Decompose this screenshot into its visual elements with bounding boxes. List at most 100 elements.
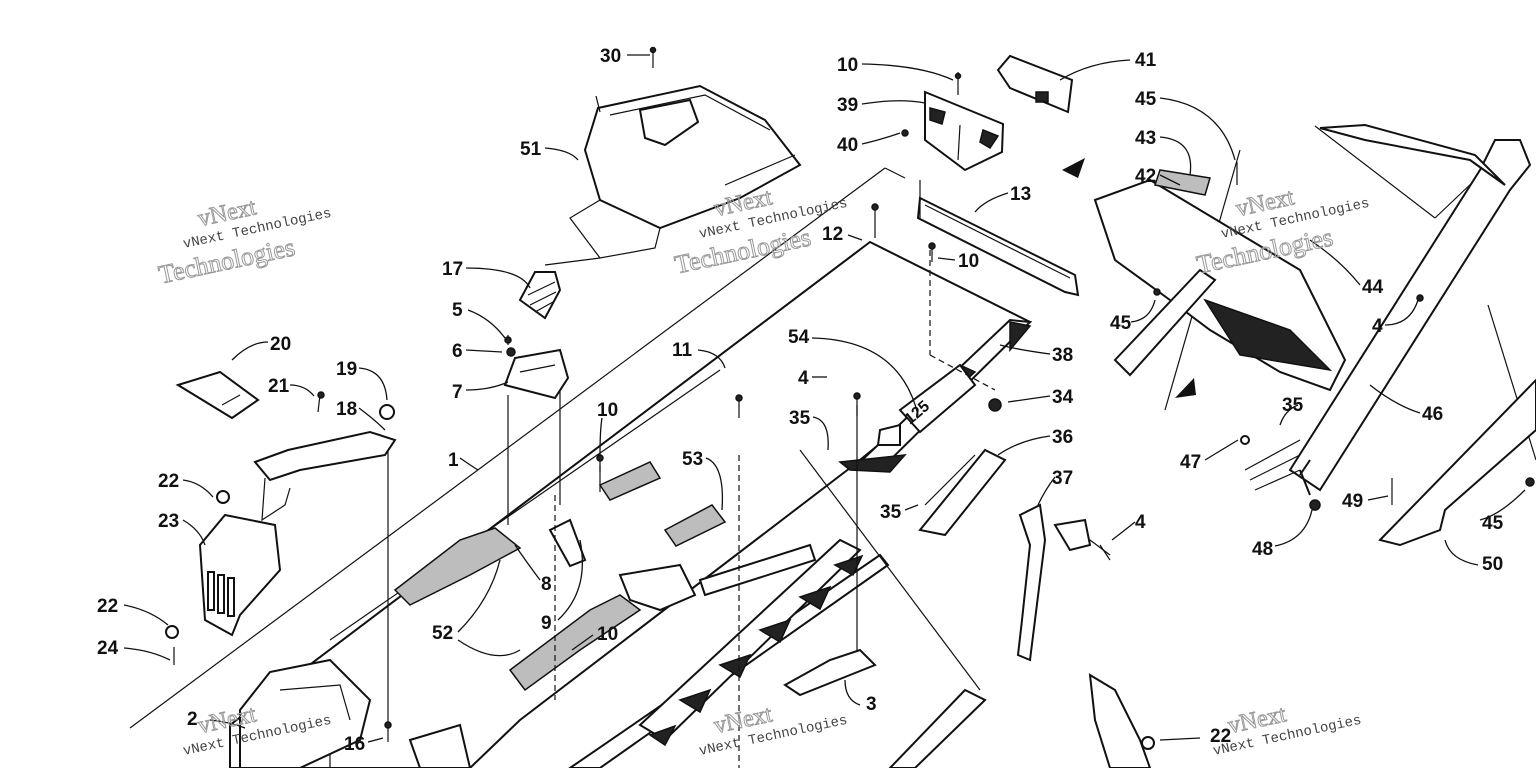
seat-part	[544, 84, 802, 266]
cover-part-20	[175, 370, 260, 420]
callout-50: 50	[1482, 554, 1503, 575]
lower-right-part	[1088, 673, 1152, 768]
callout-10: 10	[597, 400, 618, 421]
callout-8: 8	[541, 574, 552, 595]
callout-45: 45	[1110, 313, 1132, 334]
callout-51: 51	[520, 139, 542, 160]
running-board-part	[568, 538, 890, 768]
handle-part-18	[253, 430, 397, 522]
callout-47: 47	[1180, 452, 1201, 473]
bolt-icon	[928, 242, 936, 262]
leader-lines	[123, 54, 1526, 743]
bracket-part-7	[503, 348, 570, 400]
fastener-cluster	[1240, 435, 1321, 511]
bolt-icon	[735, 394, 743, 418]
callout-4: 4	[1135, 512, 1146, 533]
bolt-icon	[871, 203, 879, 238]
callout-37: 37	[1052, 468, 1073, 489]
nut-icon	[1141, 736, 1155, 750]
nut-icon	[379, 404, 395, 420]
callout-10: 10	[597, 624, 618, 645]
bolt-icon	[901, 129, 909, 137]
watermark: vNext vNext Technologies Technologies	[156, 194, 333, 290]
grip-pads-part	[393, 461, 727, 692]
nut-icon	[165, 625, 179, 639]
bolt-icon	[1099, 544, 1111, 561]
callout-45: 45	[1135, 89, 1157, 110]
callout-4: 4	[798, 368, 809, 389]
bolt-icon	[317, 391, 325, 413]
callout-10: 10	[958, 251, 979, 272]
callout-19: 19	[336, 359, 357, 380]
callout-39: 39	[837, 95, 858, 116]
callout-2: 2	[187, 709, 198, 730]
callout-36: 36	[1052, 427, 1073, 448]
bolt-icon	[649, 46, 657, 68]
callout-6: 6	[452, 341, 463, 362]
bolt-icon	[596, 454, 604, 472]
bolt-icon	[1416, 294, 1424, 302]
callout-40: 40	[837, 135, 858, 156]
callout-3: 3	[866, 694, 877, 715]
callout-52: 52	[432, 623, 453, 644]
callout-7: 7	[452, 382, 463, 403]
callout-12: 12	[822, 224, 843, 245]
rear-bracket-part	[916, 180, 1080, 297]
cover-part-17	[518, 271, 562, 320]
callout-4: 4	[1372, 316, 1383, 337]
callout-9: 9	[541, 613, 552, 634]
bolt-icons	[165, 46, 1535, 750]
callout-labels: 30 51 10 39 40 41 45 43 42 13 12 10 17 5…	[97, 46, 1504, 755]
bumper-plate-part-3	[783, 648, 877, 697]
callout-46: 46	[1422, 404, 1443, 425]
callout-44: 44	[1362, 277, 1384, 298]
callout-54: 54	[788, 327, 810, 348]
callout-5: 5	[452, 300, 463, 321]
callout-45: 45	[1482, 513, 1504, 534]
callout-22: 22	[1210, 726, 1231, 747]
flap-hinge-part-37	[1016, 503, 1111, 662]
callout-1: 1	[448, 450, 459, 471]
callout-41: 41	[1135, 50, 1157, 71]
callout-34: 34	[1052, 387, 1074, 408]
callout-24: 24	[97, 638, 119, 659]
callout-49: 49	[1342, 491, 1363, 512]
callout-20: 20	[270, 334, 291, 355]
tail-section-part	[1093, 169, 1347, 392]
tunnel-part: 125	[229, 240, 1033, 768]
callout-48: 48	[1252, 539, 1273, 560]
callout-35: 35	[880, 502, 902, 523]
bolt-icon	[506, 347, 516, 357]
taillight-lens-part	[996, 54, 1074, 114]
callout-21: 21	[268, 376, 290, 397]
callout-17: 17	[442, 259, 463, 280]
callout-22: 22	[158, 471, 179, 492]
bolt-icon	[1153, 288, 1161, 296]
flap-bracket-part-36	[918, 448, 1007, 537]
mount-plate-part-23	[198, 513, 282, 637]
callout-38: 38	[1052, 345, 1073, 366]
watermark: vNext vNext Technologies	[698, 701, 849, 760]
callout-10: 10	[837, 55, 858, 76]
callout-42: 42	[1135, 166, 1156, 187]
nut-icon	[216, 490, 230, 504]
callout-18: 18	[336, 399, 357, 420]
rear-bumper-part	[1378, 378, 1536, 547]
bolt-icon	[954, 72, 962, 95]
taillight-housing-part	[924, 90, 1005, 172]
bolt-icon	[853, 392, 861, 416]
callout-35: 35	[1282, 395, 1304, 416]
bolt-icon	[1525, 477, 1535, 487]
callout-30: 30	[600, 46, 621, 67]
assembly-dash-lines	[329, 250, 996, 768]
callout-35: 35	[789, 408, 811, 429]
callout-43: 43	[1135, 128, 1156, 149]
callout-16: 16	[344, 734, 365, 755]
center-support-part	[548, 518, 697, 612]
callout-23: 23	[158, 511, 179, 532]
front-lower-part	[239, 658, 472, 768]
bolt-icon	[988, 398, 1002, 412]
bolt-icon	[384, 721, 392, 742]
